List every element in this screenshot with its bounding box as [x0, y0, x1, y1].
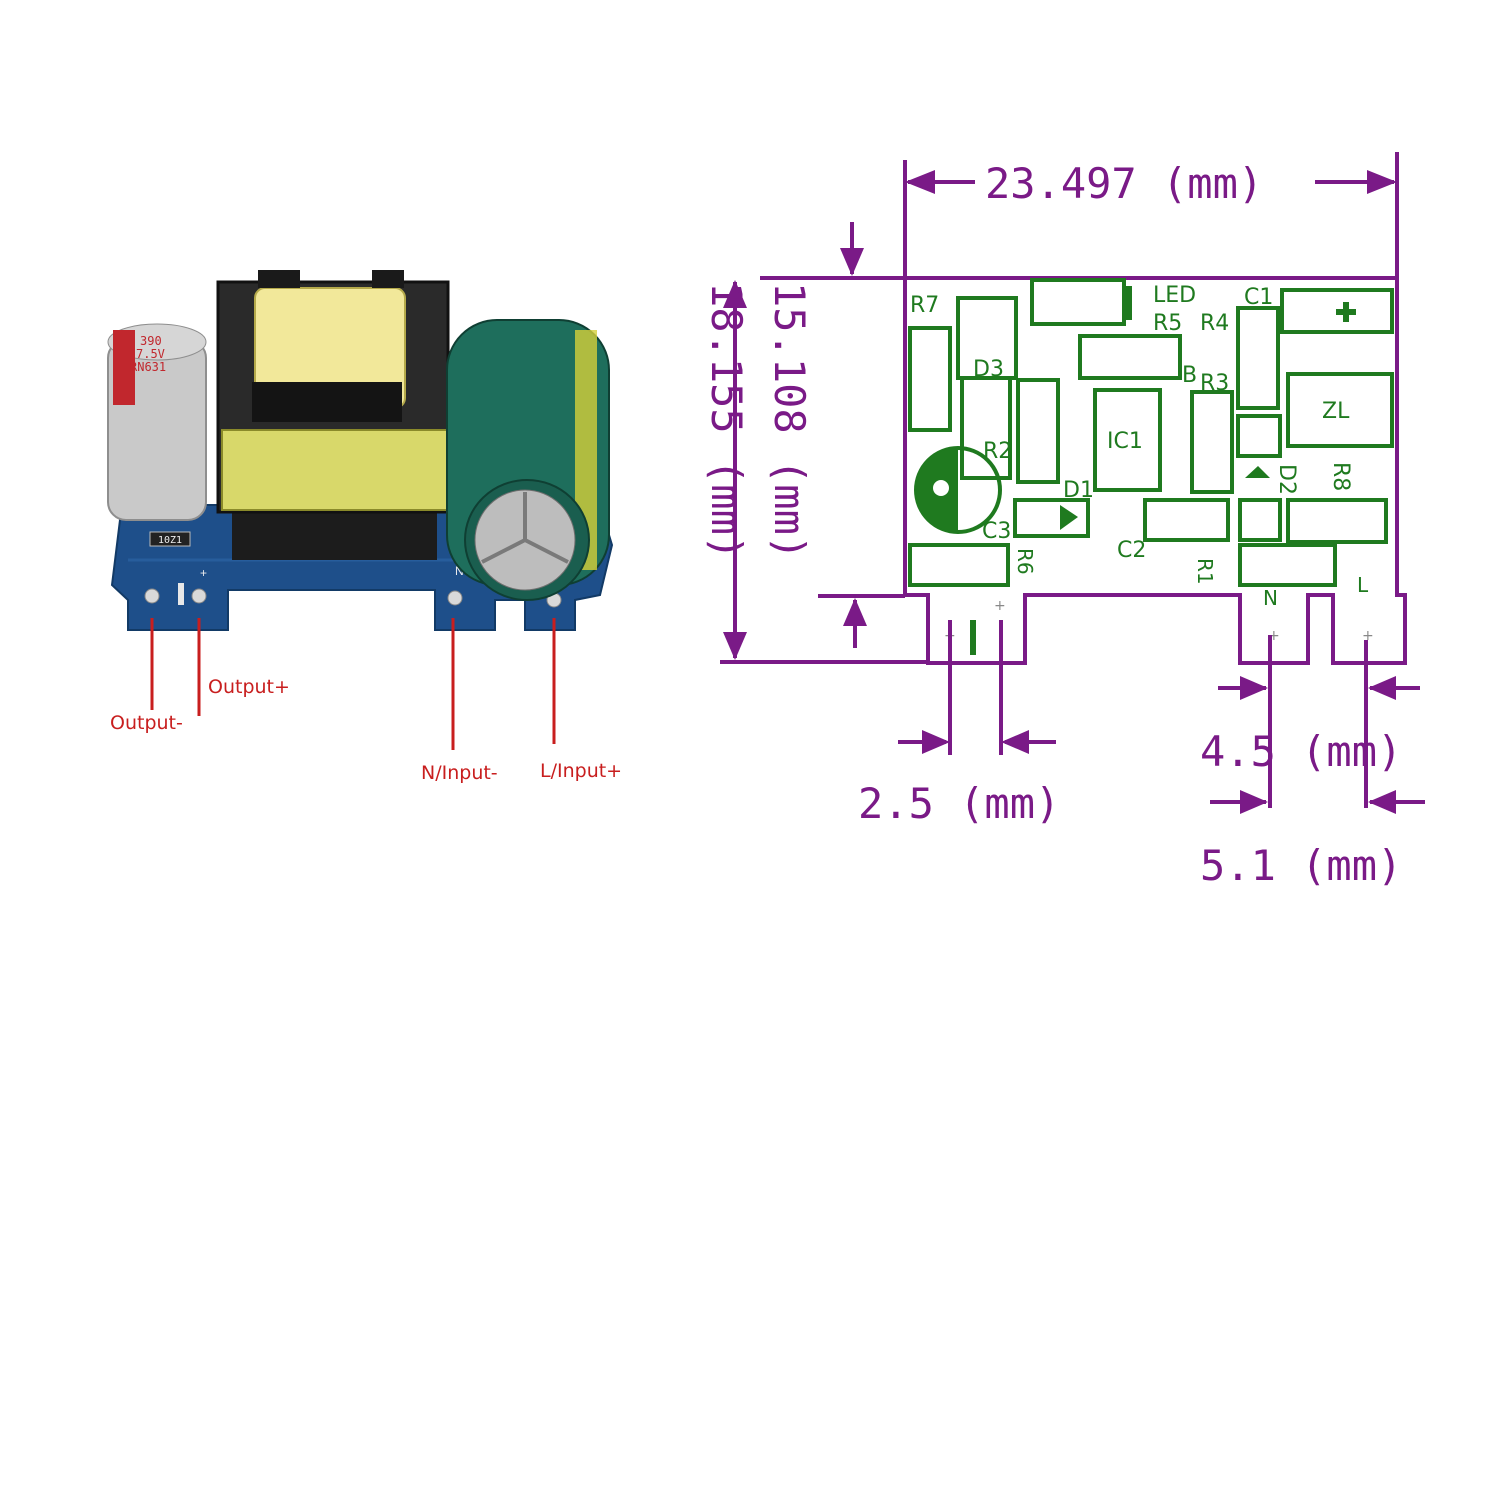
pin-label-output-plus: Output+ [208, 676, 290, 698]
module-photo: 10Z1 + N 390 7.5V RN631 [107, 270, 614, 631]
pad-n [447, 590, 463, 606]
pcb-plus-mark: + [200, 566, 207, 580]
label-c3: C3 [982, 519, 1011, 544]
label-r7: R7 [910, 293, 939, 318]
label-d2: D2 [1274, 464, 1299, 495]
label-c2: C2 [1117, 538, 1146, 563]
capacitor-text-3: RN631 [130, 360, 166, 374]
label-l: L [1357, 573, 1369, 597]
dim-height-outer: 18.155 (mm) [702, 282, 751, 560]
pin-label-output-minus: Output- [110, 712, 183, 734]
capacitor-text-2: 7.5V [136, 347, 165, 361]
label-ic1: IC1 [1107, 429, 1143, 454]
label-zl: ZL [1322, 399, 1350, 424]
pin-lines [150, 618, 556, 750]
smd-resistor [149, 531, 191, 547]
label-r8: R8 [1328, 462, 1353, 491]
pcb-n-mark: N [455, 564, 464, 578]
pin-label-n-input: N/Input- [421, 762, 498, 784]
label-d1: D1 [1063, 478, 1094, 503]
label-r5: R5 [1153, 311, 1182, 336]
transformer-bobbin [221, 429, 449, 511]
label-r3: R3 [1200, 371, 1229, 396]
dim-pitch-a: 4.5 (mm) [1200, 727, 1402, 776]
label-r2: R2 [983, 439, 1012, 464]
pcb-drawing: R7 LED C1 R5 R4 D3 B R3 ZL IC1 R2 D1 D2 … [702, 152, 1425, 890]
pad-output-plus [191, 588, 207, 604]
label-c1: C1 [1244, 285, 1273, 310]
label-n: N [1263, 586, 1278, 610]
pad-output-minus [144, 588, 160, 604]
dim-height-inner: 15.108 (mm) [765, 282, 814, 560]
label-r6: R6 [1013, 548, 1037, 575]
label-d3: D3 [973, 357, 1004, 382]
capacitor-text-1: 390 [140, 334, 162, 348]
dim-width: 23.497 (mm) [985, 159, 1263, 208]
dim-pitch-b: 5.1 (mm) [1200, 841, 1402, 890]
label-r1: R1 [1193, 558, 1217, 585]
label-led: LED [1153, 283, 1196, 308]
svg-text:+: + [994, 598, 1006, 614]
dimension-arrows [723, 170, 1397, 814]
dim-pin-gap: 2.5 (mm) [858, 779, 1060, 828]
pin-label-l-input: L/Input+ [540, 760, 623, 782]
label-b: B [1182, 363, 1197, 388]
smd-resistor-label: 10Z1 [158, 535, 182, 546]
svg-text:+: + [1268, 628, 1280, 644]
label-r4: R4 [1200, 311, 1229, 336]
svg-text:+: + [1362, 628, 1374, 644]
